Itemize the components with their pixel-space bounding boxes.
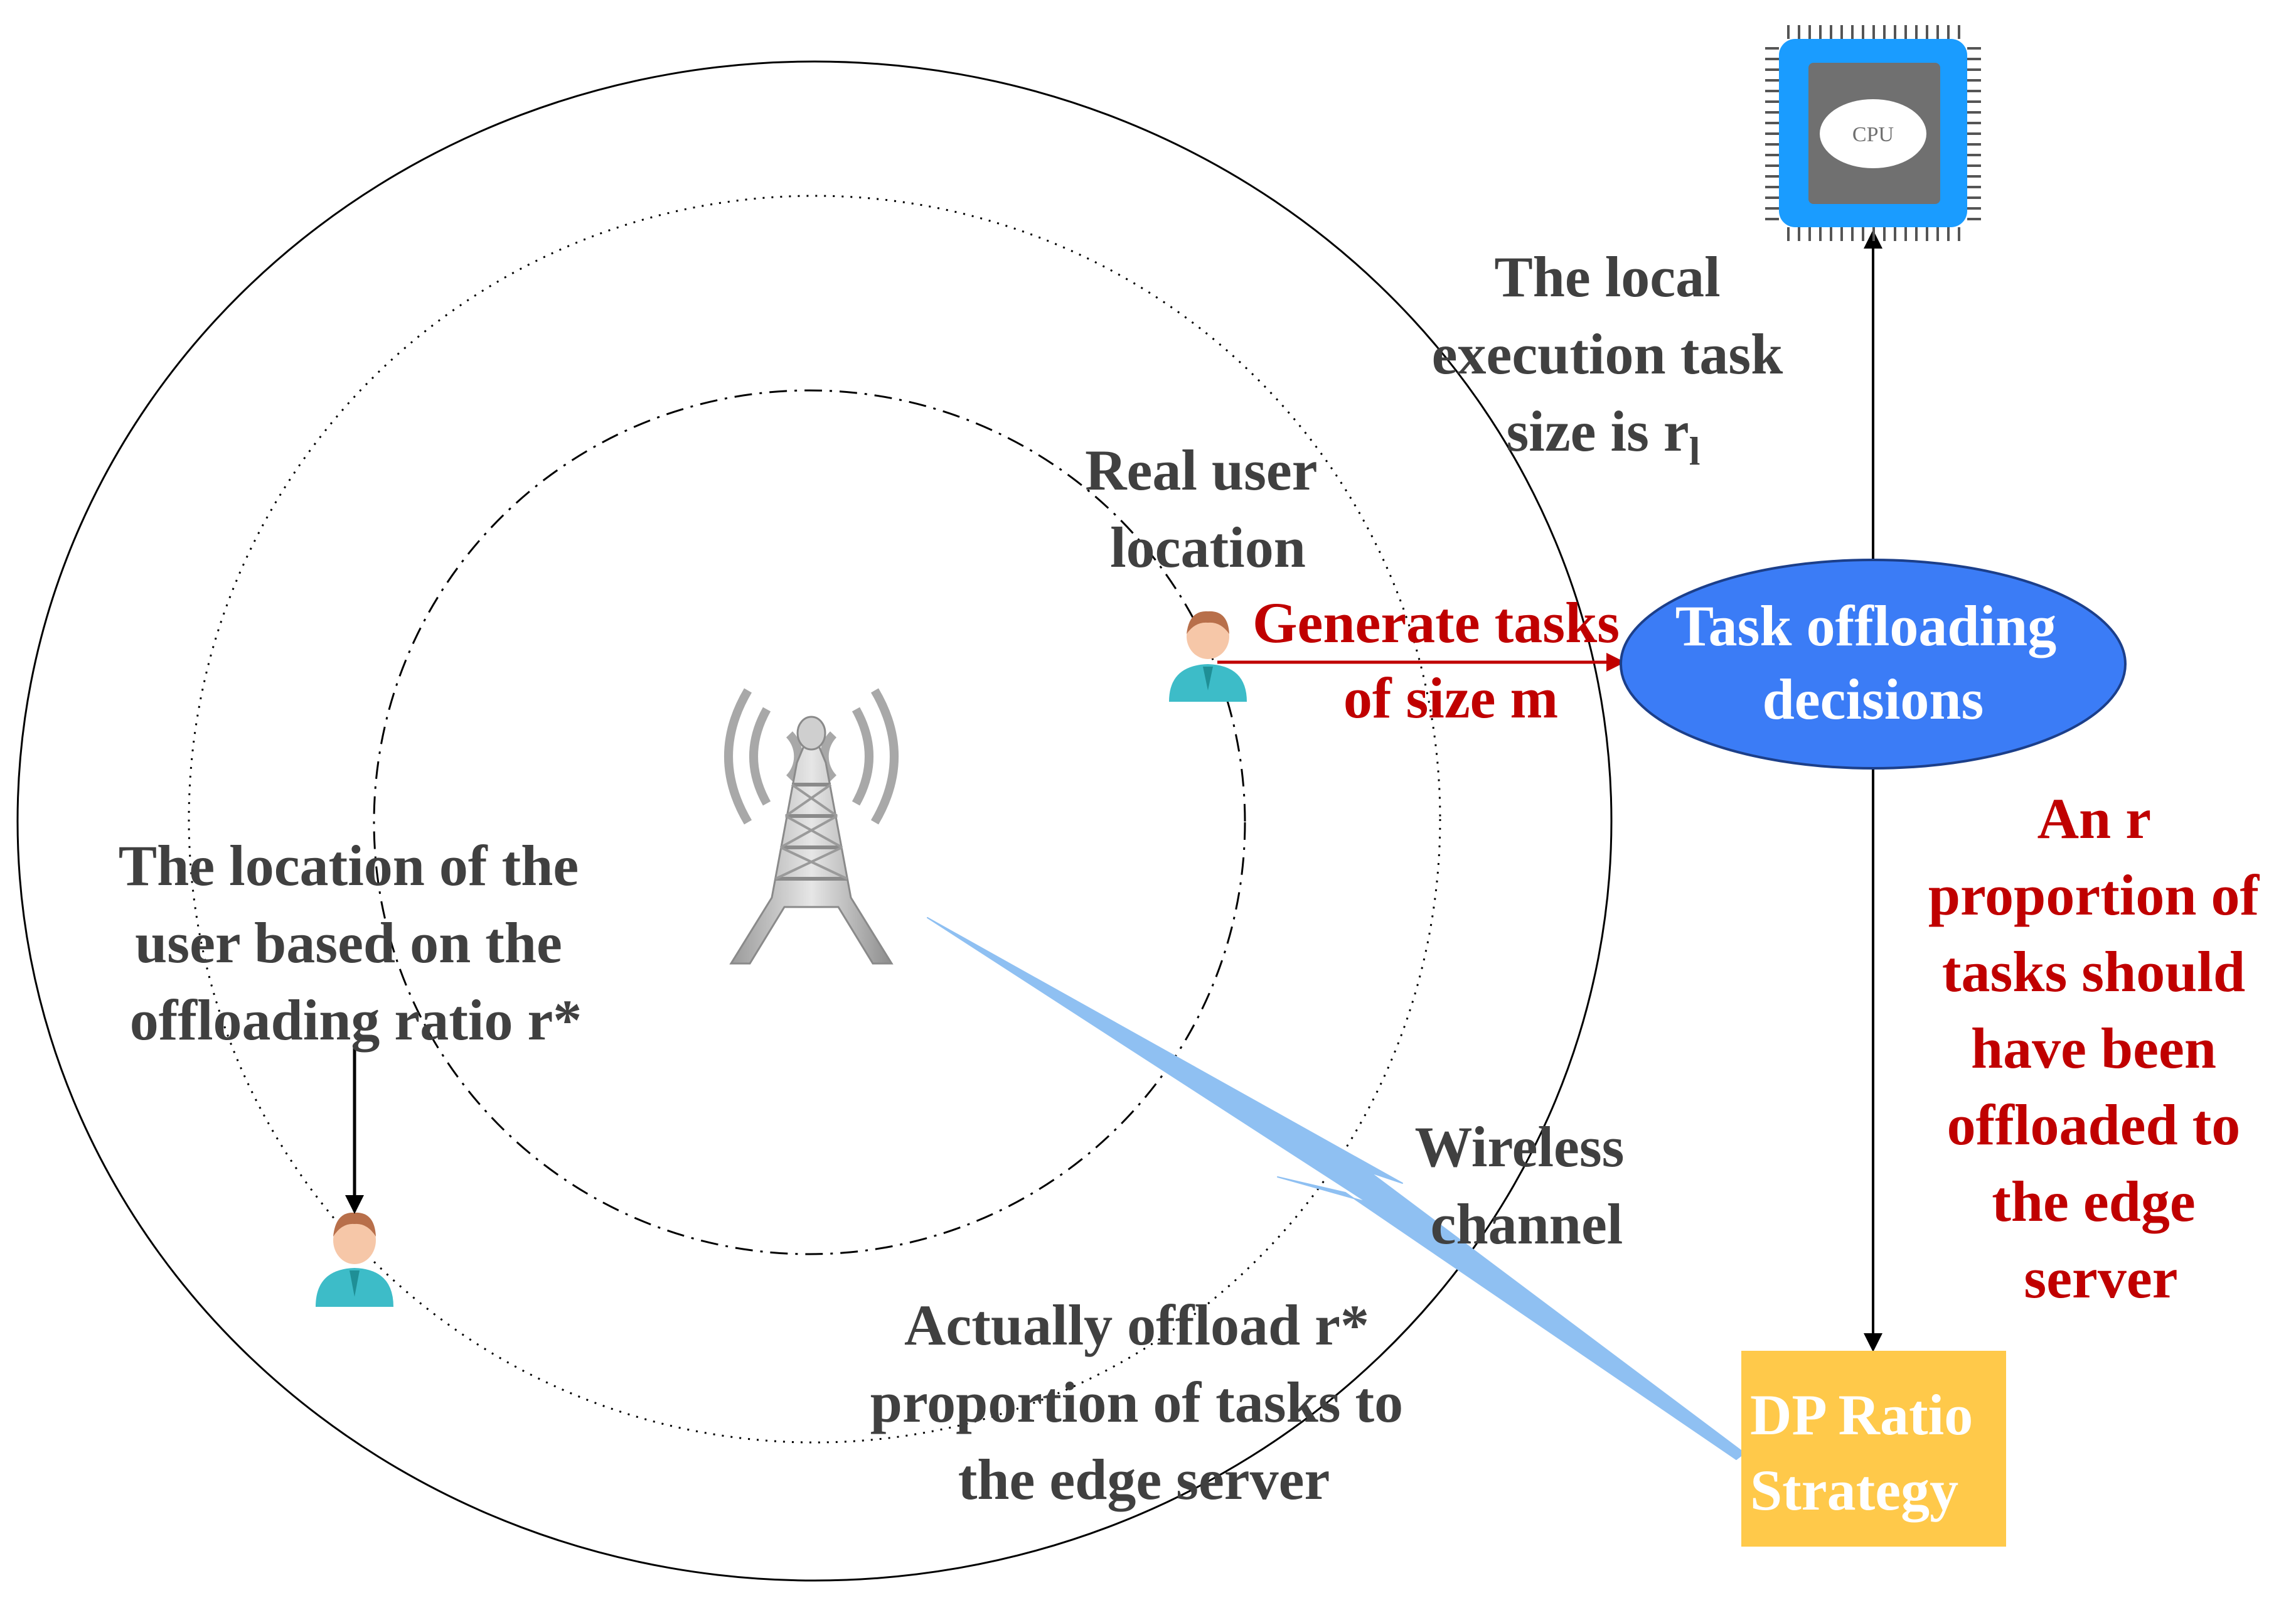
real-user-icon [1169, 611, 1247, 702]
inner-coverage-circle [373, 389, 1246, 1255]
dp-ratio-label: DP Ratio Strategy [1750, 1383, 1987, 1522]
shifted-user-icon [316, 1212, 393, 1307]
cpu-label: CPU [1852, 123, 1894, 146]
cpu-chip-icon: CPU [1765, 25, 1981, 241]
task-offloading-label: Task offloading decisions [1675, 594, 2071, 731]
actually-offload-label: Actually offload r* proportion of tasks … [870, 1293, 1418, 1511]
middle-coverage-circle [188, 195, 1441, 1444]
radio-tower-icon [724, 688, 899, 965]
wireless-channel-label: Wireless channel [1415, 1115, 1639, 1256]
dp-ratio-strategy-box[interactable] [1741, 1351, 2006, 1547]
generate-tasks-label: Generate tasks of size m [1252, 591, 1634, 730]
coverage-circles [16, 60, 1613, 1582]
r-proportion-label: An r proportion of tasks should have bee… [1928, 786, 2273, 1310]
real-user-location-label: Real user location [1085, 438, 1331, 579]
outer-coverage-circle [16, 60, 1613, 1582]
local-execution-label: The local execution task size is rl [1432, 245, 1798, 473]
lightning-bolt-icon [927, 917, 1745, 1460]
user-location-ratio-label: The location of the user based on the of… [119, 834, 593, 1052]
task-offloading-decisions-node[interactable] [1620, 559, 2127, 770]
